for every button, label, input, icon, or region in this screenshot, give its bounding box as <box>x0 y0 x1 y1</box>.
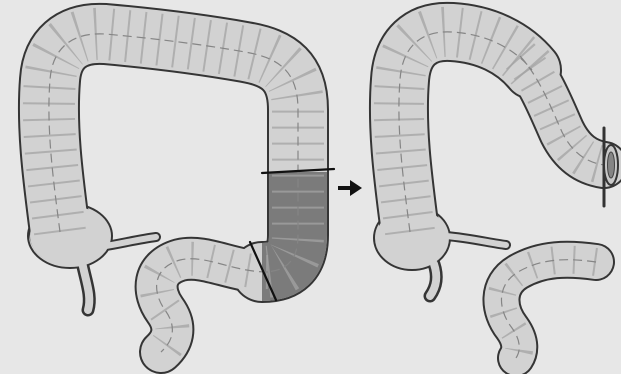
stoma-lumen <box>608 152 615 178</box>
